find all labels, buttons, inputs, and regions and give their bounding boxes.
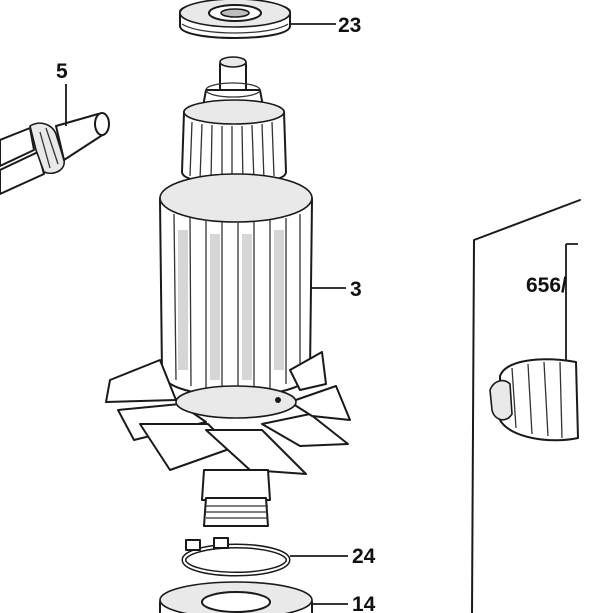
part-14-bearing — [159, 581, 313, 613]
detail-inset — [471, 199, 581, 613]
callout-24: 24 — [352, 545, 376, 568]
callout-14: 14 — [352, 593, 376, 613]
callout-5: 5 — [56, 60, 68, 83]
callouts: 23 5 3 656/ 24 14 — [56, 14, 567, 613]
callout-656: 656/ — [526, 274, 567, 297]
callout-23: 23 — [338, 14, 361, 37]
part-23-bearing — [179, 0, 291, 39]
part-24-circlip — [181, 537, 291, 577]
leader-lines — [65, 23, 348, 605]
part-5-shaft — [0, 112, 110, 195]
part-656-gear — [489, 358, 579, 442]
part-3-armature — [105, 56, 351, 527]
callout-3: 3 — [350, 278, 362, 301]
